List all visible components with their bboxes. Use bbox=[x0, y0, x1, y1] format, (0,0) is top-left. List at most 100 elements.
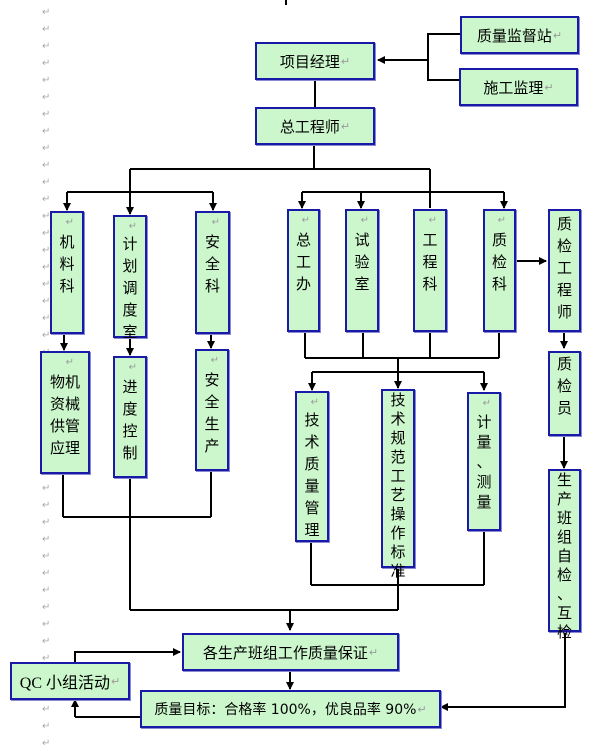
supervision-station-box: 质量监督站↵ bbox=[460, 16, 579, 54]
paragraph-mark: ↵ bbox=[42, 92, 51, 103]
return-mark: ↵ bbox=[111, 674, 121, 688]
box-char: 班 bbox=[556, 509, 572, 527]
box-char: 室 bbox=[122, 323, 138, 341]
paragraph-mark: ↵ bbox=[42, 194, 51, 205]
box-char: 检 bbox=[491, 253, 507, 271]
box-char: 全 bbox=[204, 255, 220, 273]
paragraph-mark: ↵ bbox=[42, 143, 51, 154]
paragraph-mark: ↵ bbox=[42, 160, 51, 171]
paragraph-mark: ↵ bbox=[42, 41, 51, 52]
quality-engineer-box: 质检工程师 bbox=[548, 209, 581, 332]
box-char: 测 bbox=[476, 473, 492, 491]
paragraph-mark: ↵ bbox=[42, 330, 51, 341]
box-char: 程 bbox=[556, 281, 572, 299]
qc-activity-label: QC 小组活动 bbox=[19, 675, 110, 692]
box-char: 检 bbox=[556, 566, 572, 584]
return-mark: ↵ bbox=[340, 54, 351, 68]
project-manager-box: 项目经理↵ bbox=[255, 42, 375, 80]
box-char: 安 bbox=[204, 371, 220, 389]
team-quality-assurance-label: 各生产班组工作质量保证 bbox=[202, 643, 368, 662]
box-char: 科 bbox=[491, 275, 507, 293]
paragraph-mark: ↵ bbox=[42, 296, 51, 307]
box-char: 技 bbox=[304, 411, 320, 429]
paragraph-mark: ↵ bbox=[42, 7, 51, 18]
return-mark: ↵ bbox=[210, 355, 219, 366]
box-char: 技 bbox=[390, 391, 406, 409]
materials-supply-line: 应理 bbox=[49, 439, 80, 457]
paragraph-mark: ↵ bbox=[42, 75, 51, 86]
materials-dept-box: ↵机料科 bbox=[50, 211, 84, 334]
paragraph-mark: ↵ bbox=[42, 262, 51, 273]
engineering-dept-box: ↵工程科 bbox=[413, 209, 447, 332]
chief-engineer-box: 总工程师↵ bbox=[255, 107, 375, 145]
materials-supply-line: 资械 bbox=[49, 395, 80, 413]
box-char: 生 bbox=[556, 471, 572, 489]
return-mark: ↵ bbox=[360, 215, 369, 226]
paragraph-mark: ↵ bbox=[42, 24, 51, 35]
paragraph-mark: ↵ bbox=[42, 109, 51, 120]
box-char: 产 bbox=[556, 490, 572, 508]
box-char: 范 bbox=[390, 448, 406, 466]
return-mark: ↵ bbox=[301, 215, 310, 226]
box-char: 安 bbox=[204, 233, 220, 251]
box-char: 计 bbox=[476, 413, 492, 431]
box-char: 操 bbox=[390, 505, 406, 523]
box-char: 工 bbox=[295, 253, 311, 271]
box-char: 员 bbox=[556, 399, 572, 417]
quality-inspection-dept-box: ↵质检科 bbox=[483, 209, 516, 332]
box-char: 计 bbox=[122, 235, 138, 253]
box-char: 自 bbox=[556, 547, 572, 565]
paragraph-mark: ↵ bbox=[42, 177, 51, 188]
paragraph-mark: ↵ bbox=[42, 500, 51, 511]
box-char: 标 bbox=[390, 543, 406, 561]
box-char: 、 bbox=[476, 453, 492, 471]
box-char: 工 bbox=[390, 467, 406, 485]
box-char: 控 bbox=[122, 422, 138, 440]
return-mark: ↵ bbox=[482, 398, 491, 409]
box-char: 生 bbox=[204, 415, 220, 433]
planning-dept-box: ↵计划调度室 bbox=[113, 215, 147, 341]
box-char: 产 bbox=[204, 437, 220, 455]
return-mark: ↵ bbox=[497, 215, 506, 226]
paragraph-mark: ↵ bbox=[42, 58, 51, 69]
box-char: 机 bbox=[59, 233, 75, 251]
box-char: 量 bbox=[476, 493, 492, 511]
general-office-box: ↵总工办 bbox=[287, 209, 320, 332]
team-quality-assurance-box: 各生产班组工作质量保证↵ bbox=[182, 633, 399, 671]
box-char: 全 bbox=[204, 393, 220, 411]
materials-supply-box: ↵ 物机资械供管应理 bbox=[40, 351, 90, 474]
materials-supply-lines: 物机资械供管应理 bbox=[50, 371, 80, 459]
construction-supervision-box: 施工监理↵ bbox=[459, 68, 578, 106]
box-char: 调 bbox=[122, 279, 138, 297]
box-char: 、 bbox=[556, 585, 572, 603]
quality-target-label: 质量目标：合格率 100%，优良品率 90% bbox=[154, 702, 417, 718]
paragraph-mark: ↵ bbox=[42, 568, 51, 579]
box-char: 进 bbox=[122, 378, 138, 396]
paragraph-mark: ↵ bbox=[42, 721, 51, 732]
paragraph-mark: ↵ bbox=[42, 585, 51, 596]
qc-activity-box: QC 小组活动↵ bbox=[10, 662, 130, 700]
tech-quality-mgmt-box: ↵技术质量管理 bbox=[295, 391, 329, 542]
return-mark: ↵ bbox=[340, 119, 351, 133]
materials-supply-line: 物机 bbox=[49, 373, 80, 391]
box-char: 科 bbox=[204, 277, 220, 295]
paragraph-mark: ↵ bbox=[42, 211, 51, 222]
box-char: 规 bbox=[390, 429, 406, 447]
paragraph-mark: ↵ bbox=[42, 483, 51, 494]
box-char: 室 bbox=[354, 275, 370, 293]
chief-engineer-label: 总工程师 bbox=[279, 117, 340, 136]
paragraph-mark: ↵ bbox=[42, 602, 51, 613]
laboratory-box: ↵试验室 bbox=[345, 209, 379, 332]
return-mark: ↵ bbox=[417, 702, 427, 716]
box-char: 工 bbox=[422, 231, 438, 249]
box-char: 管 bbox=[304, 499, 320, 517]
project-manager-label: 项目经理 bbox=[279, 52, 340, 71]
box-char: 检 bbox=[556, 377, 572, 395]
qc-to-team-quality-arrow bbox=[74, 648, 181, 662]
return-mark: ↵ bbox=[552, 28, 563, 42]
return-mark: ↵ bbox=[128, 221, 137, 232]
box-char: 准 bbox=[390, 562, 406, 580]
paragraph-mark: ↵ bbox=[42, 534, 51, 545]
quality-inspector-box: 质检员 bbox=[548, 351, 581, 436]
box-char: 术 bbox=[390, 410, 406, 428]
